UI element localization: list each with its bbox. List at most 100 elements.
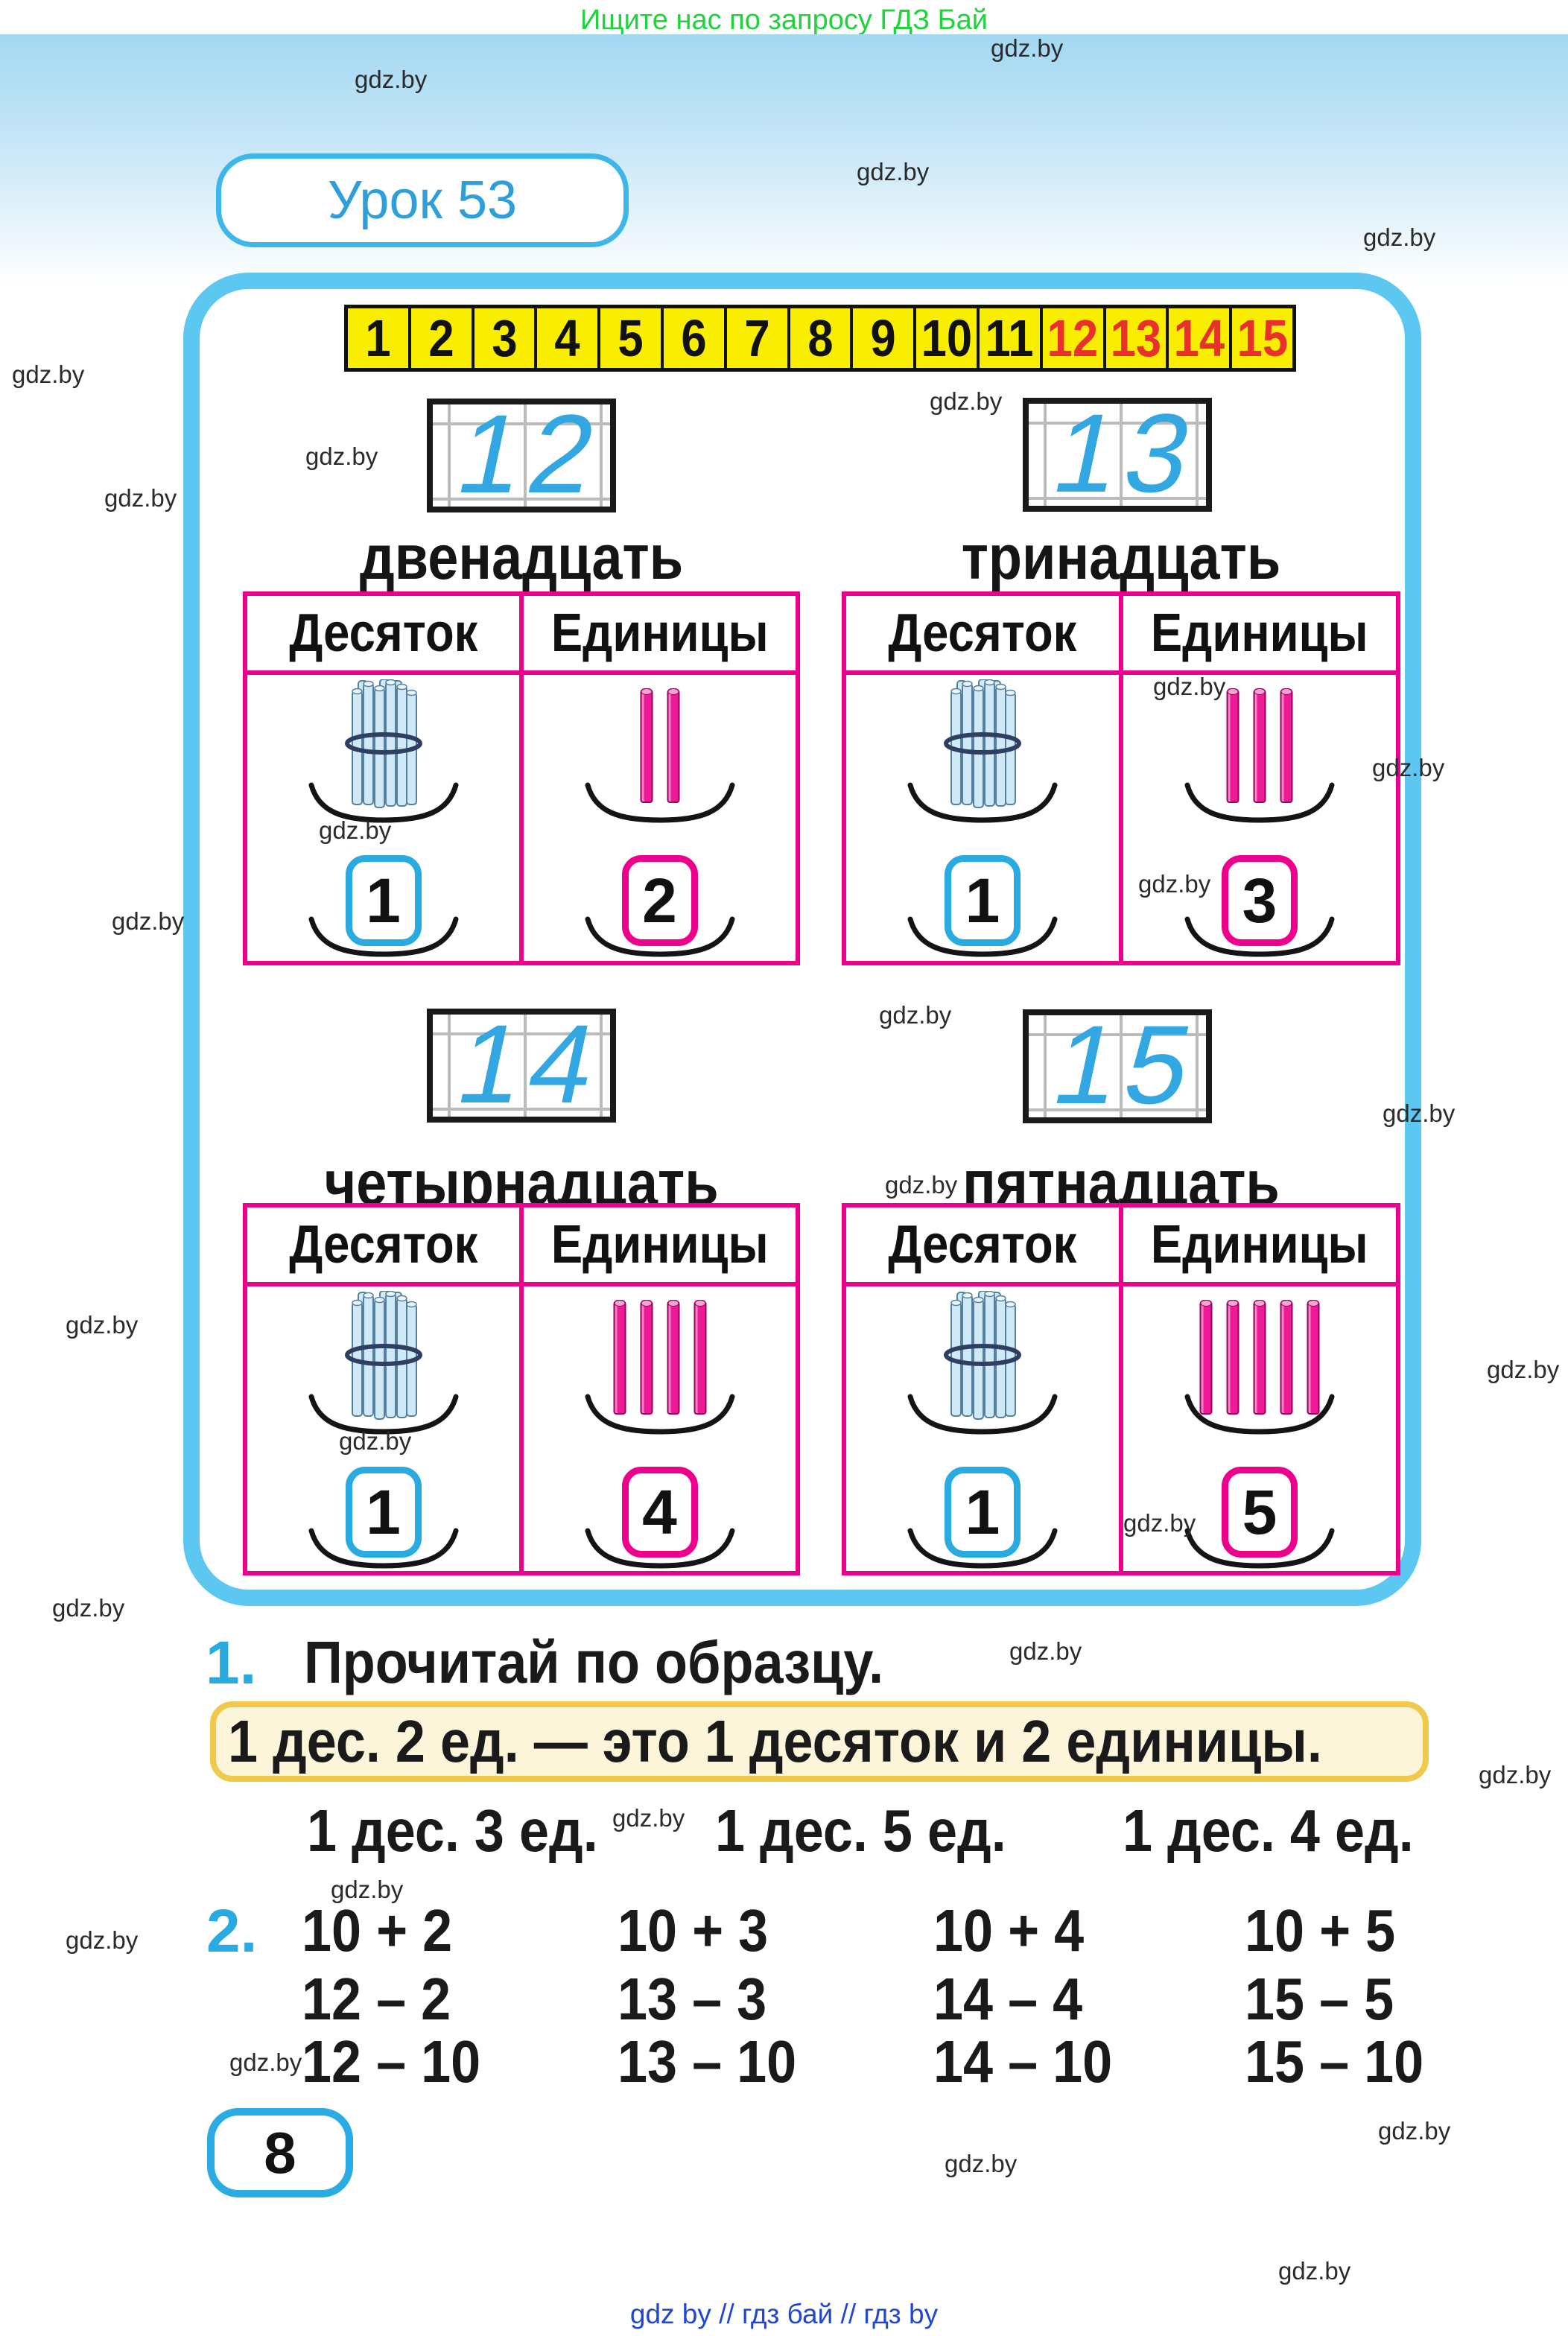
units-header-label: Единицы (550, 1215, 769, 1275)
equation: 12 – 10 (302, 2028, 481, 2095)
watermark: gdz.by (319, 816, 392, 844)
watermark: gdz.by (1378, 2117, 1451, 2145)
unit-sticks (1226, 688, 1293, 803)
units-value-card: 2 (621, 855, 698, 946)
handwritten-digit: 1 (1042, 390, 1132, 515)
tens-cell: 1 (247, 675, 524, 961)
units-cell: 3 (1123, 675, 1396, 961)
handwritten-digit: 1 (446, 1000, 536, 1126)
units-header-label: Единицы (1151, 1215, 1368, 1275)
strip-cell: 7 (723, 308, 787, 368)
strip-cell: 3 (471, 308, 535, 368)
watermark: gdz.by (1487, 1356, 1560, 1383)
equation: 14 – 4 (933, 1966, 1083, 2032)
tens-header-label: Десяток (846, 1207, 1123, 1282)
strip-cell-red: 15 (1229, 308, 1292, 368)
strip-cell-red: 14 (1166, 308, 1229, 368)
equation: 10 + 4 (933, 1897, 1085, 1964)
units-value-card: 5 (1222, 1467, 1298, 1558)
unit-stick (667, 1300, 679, 1415)
strip-cell: 1 (365, 309, 391, 367)
example-item: 1 дес. 5 ед. (715, 1797, 1006, 1864)
example-item: 1 дес. 4 ед. (1123, 1797, 1414, 1864)
watermark: gdz.by (945, 2150, 1018, 2177)
handwritten-digit: 3 (1114, 390, 1203, 515)
watermark: gdz.by (1153, 673, 1226, 700)
unit-stick (640, 688, 653, 803)
tens-header-label: Десяток (247, 1207, 524, 1282)
lesson-badge-label: Урок 53 (327, 171, 518, 230)
watermark: gdz.by (104, 484, 177, 512)
lesson-badge: Урок 53 (216, 153, 629, 247)
watermark: gdz.by (1278, 2257, 1351, 2285)
handwritten-digit: 4 (518, 1000, 607, 1126)
strip-cell: 6 (660, 308, 724, 368)
unit-stick (667, 688, 679, 803)
unit-sticks (640, 688, 679, 803)
dish-icon (1181, 1392, 1338, 1440)
equation: 10 + 5 (1245, 1897, 1396, 1964)
tens-cell: 1 (846, 1286, 1123, 1571)
footer-links: gdz by // гдз бай // гдз by (629, 2299, 939, 2329)
watermark: gdz.by (355, 66, 428, 93)
equation: 15 – 5 (1245, 1966, 1394, 2032)
page-number: 8 (264, 2119, 296, 2186)
watermark: gdz.by (879, 1001, 952, 1029)
exercise2-number: 2. (206, 1897, 258, 1965)
handwritten-digit: 2 (518, 390, 607, 516)
exercise1-title: Прочитай по образцу. (304, 1629, 884, 1695)
strip-cell: 8 (787, 308, 851, 368)
tens-cell: 1 (247, 1286, 524, 1571)
watermark: gdz.by (885, 1171, 958, 1199)
promo-banner: Ищите нас по запросу ГДЗ Бай (580, 4, 988, 36)
dish-icon (582, 1526, 738, 1574)
units-cell: 4 (524, 1286, 796, 1571)
number-word: тринадцать (961, 522, 1281, 592)
strip-cell: 4 (534, 308, 597, 368)
units-value-card: 3 (1222, 855, 1298, 946)
place-value-table-13: Десяток Единицы 1 3 (842, 591, 1400, 965)
strip-cell-red: 12 (1039, 308, 1103, 368)
place-value-table-12: Десяток Единицы 1 2 (243, 591, 800, 965)
watermark: gdz.by (991, 34, 1064, 62)
writing-card-12: 1 2 (427, 390, 616, 516)
tens-header-label: Десяток (846, 596, 1123, 670)
unit-stick (1226, 1300, 1240, 1415)
dish-icon (582, 1392, 738, 1440)
unit-stick (1199, 1300, 1213, 1415)
number-strip: 1 2 3 4 5 6 7 8 9 10 11 12 13 14 15 (344, 305, 1296, 372)
dish-icon (305, 1526, 462, 1574)
strip-cell: 9 (850, 308, 913, 368)
watermark: gdz.by (1138, 870, 1211, 898)
unit-stick (613, 1300, 626, 1415)
watermark: gdz.by (1009, 1637, 1082, 1665)
units-value-card: 4 (621, 1467, 698, 1558)
handwritten-digit: 1 (446, 390, 536, 516)
watermark: gdz.by (612, 1804, 685, 1832)
equation: 14 – 10 (933, 2028, 1113, 2095)
place-value-table-14: Десяток Единицы 1 4 (243, 1203, 800, 1575)
equation: 13 – 3 (618, 1966, 767, 2032)
strip-cell-red: 13 (1102, 308, 1167, 368)
watermark: gdz.by (339, 1427, 412, 1455)
number-word: двенадцать (359, 522, 684, 592)
tens-value-card: 1 (345, 855, 422, 946)
unit-stick (640, 1300, 653, 1415)
watermark: gdz.by (112, 907, 185, 935)
watermark: gdz.by (52, 1594, 125, 1622)
unit-stick (1253, 688, 1266, 803)
watermark: gdz.by (1123, 1509, 1196, 1537)
page-number-badge: 8 (207, 2108, 353, 2197)
strip-cell: 2 (407, 308, 472, 368)
tens-cell: 1 (846, 675, 1123, 961)
watermark: gdz.by (1479, 1761, 1552, 1789)
watermark: gdz.by (305, 442, 378, 470)
tens-value-card: 1 (945, 855, 1021, 946)
dish-icon (904, 915, 1061, 962)
watermark: gdz.by (1372, 754, 1445, 781)
watermark: gdz.by (1363, 223, 1436, 251)
tens-header-label: Десяток (247, 596, 524, 670)
example-item: 1 дес. 3 ед. (307, 1797, 598, 1864)
dish-icon (582, 915, 738, 962)
